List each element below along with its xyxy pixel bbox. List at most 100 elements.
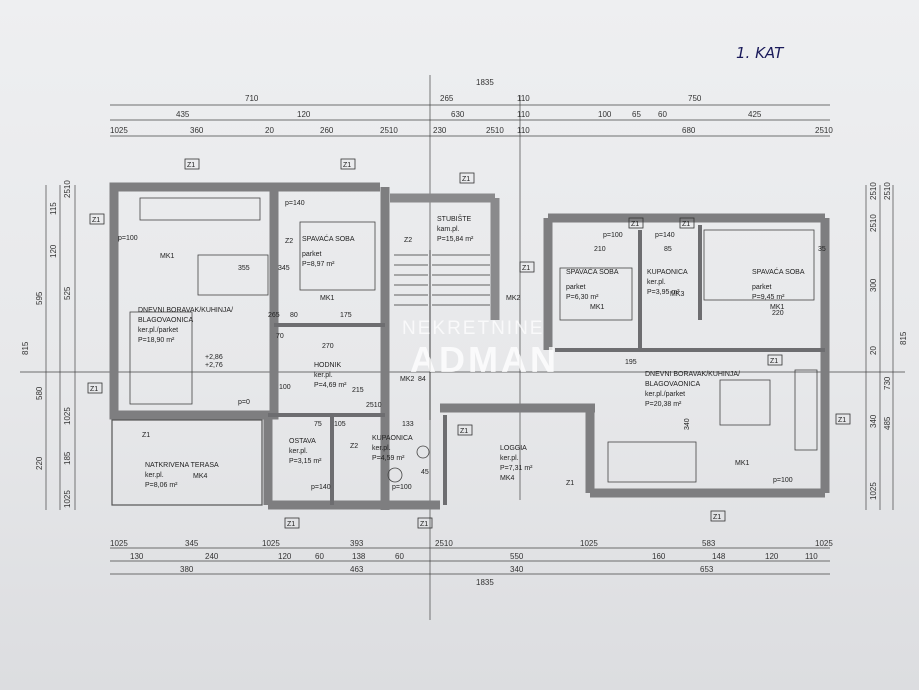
dim-bot-r1-0: 1025 — [110, 539, 128, 548]
inner-dim-9: 270 — [322, 343, 334, 350]
dim-bot-r2-10: 110 — [805, 552, 818, 561]
tag-mk4-a: MK4 — [193, 473, 208, 480]
room-4-name: OSTAVA — [289, 438, 316, 445]
room-0-name2: BLAGOVAONICA — [138, 317, 193, 324]
room-7-name: LOGGIA — [500, 445, 527, 452]
tag-z1-g: Z1 — [522, 265, 530, 272]
dim-top-r3-1: 120 — [297, 110, 311, 119]
dim-bot-r4-0: 1835 — [476, 578, 494, 587]
dim-bot-r1-4: 2510 — [435, 539, 453, 548]
dim-bot-r2-1: 240 — [205, 552, 219, 561]
dim-top-r4-1: 360 — [190, 126, 204, 135]
dim-top-r3-7: 425 — [748, 110, 762, 119]
dim-bot-r1-5: 1025 — [580, 539, 598, 548]
dim-top-r3-0: 435 — [176, 110, 190, 119]
top-dims-row4: 1025 360 20 260 2510 230 2510 110 680 25… — [110, 126, 833, 135]
tag-mk2-b: MK2 — [400, 376, 415, 383]
dim-top-r1-0: 1835 — [476, 78, 494, 87]
dim-bot-r1-1: 345 — [185, 539, 199, 548]
inner-dim-17: 45 — [421, 469, 429, 476]
inner-dim-22: 220 — [772, 310, 784, 317]
room-4-floor: ker.pl. — [289, 448, 308, 455]
tag-z1-i: Z1 — [460, 428, 468, 435]
dim-bot-r1-3: 393 — [350, 539, 364, 548]
dim-bot-r2-6: 550 — [510, 552, 524, 561]
room-5-name: KUPAONICA — [372, 435, 413, 442]
inner-dim-10: 100 — [279, 384, 291, 391]
dim-right-7: 485 — [883, 416, 892, 430]
tag-z1-m: Z1 — [770, 358, 778, 365]
room-0-floor: ker.pl./parket — [138, 327, 178, 334]
terrace-outline — [111, 419, 263, 506]
tag-z1-h: Z1 — [90, 386, 98, 393]
left-dims: 2510 115 120 525 595 815 580 1025 185 22… — [21, 180, 72, 508]
tag-z1-d: Z1 — [92, 217, 100, 224]
inner-dim-15: 105 — [334, 421, 346, 428]
top-dims-row3: 435 120 630 110 100 65 60 425 — [176, 110, 762, 119]
dim-right-8: 815 — [899, 331, 908, 345]
bottom-dims-row3: 380 463 340 653 1835 — [180, 565, 714, 587]
inner-dim-23: 340 — [684, 418, 691, 430]
inner-dim-7: 70 — [276, 333, 284, 340]
room-10-area: P=9,45 m² — [752, 294, 785, 301]
watermark-line2: ADMAN — [410, 339, 559, 380]
room-labels: DNEVNI BORAVAK/KUHINJA/ BLAGOVAONICA ker… — [138, 214, 805, 489]
tag-mk4-b: MK4 — [500, 475, 515, 482]
inner-dim-1: p=140 — [285, 200, 305, 207]
dim-top-r2-3: 750 — [688, 94, 702, 103]
room-1-area: P=8,97 m² — [302, 261, 335, 268]
dim-right-1: 2510 — [883, 182, 892, 200]
dim-top-r4-4: 2510 — [380, 126, 398, 135]
dim-bot-r1-6: 583 — [702, 539, 716, 548]
inner-walls — [268, 225, 825, 505]
tag-mk3-a: MK3 — [670, 291, 685, 298]
dim-bot-r3-2: 340 — [510, 565, 524, 574]
room-11-floor: ker.pl./parket — [645, 391, 685, 398]
tag-z1-e: Z1 — [631, 221, 639, 228]
room-10-floor: parket — [752, 284, 772, 291]
inner-dim-12: 2510 — [366, 402, 382, 409]
room-2-floor: kam.pl. — [437, 226, 460, 233]
room-2-area: P=15,84 m² — [437, 236, 474, 243]
dim-top-r4-5: 230 — [433, 126, 447, 135]
tag-z1-n: Z1 — [838, 417, 846, 424]
tag-z2-a: Z2 — [285, 238, 293, 245]
bottom-dimension-lines — [110, 547, 830, 575]
inner-dim-27: p=140 — [655, 232, 675, 239]
inner-dim-30: p=100 — [773, 477, 793, 484]
floor-label: 1. KAT — [736, 44, 785, 62]
tag-mk1-a: MK1 — [160, 253, 175, 260]
inner-dim-26: p=100 — [603, 232, 623, 239]
room-11-name: DNEVNI BORAVAK/KUHINJA/ — [645, 371, 740, 378]
room-10-name: SPAVAĆA SOBA — [752, 267, 805, 276]
dim-left-6: 580 — [35, 386, 44, 400]
bottom-dims-row2: 130 240 120 60 138 60 550 160 148 120 11… — [130, 552, 818, 561]
room-7-floor: ker.pl. — [500, 455, 519, 462]
dim-top-r3-3: 110 — [517, 110, 530, 119]
inner-dim-2: p=0 — [238, 399, 250, 406]
inner-dimension-texts: p=100 p=140 p=0 355 345 265 80 70 175 27… — [118, 200, 826, 491]
inner-dim-21: 195 — [625, 359, 637, 366]
dim-left-7: 1025 — [63, 407, 72, 425]
right-dims: 2510 2510 2510 300 20 730 340 485 815 10… — [869, 182, 908, 500]
room-0-area: P=18,90 m² — [138, 337, 175, 344]
room-8-area: P=6,30 m² — [566, 294, 599, 301]
dim-bot-r2-2: 120 — [278, 552, 292, 561]
dim-right-2: 2510 — [869, 214, 878, 232]
room-6-name: NATKRIVENA TERASA — [145, 462, 219, 469]
dim-top-r4-2: 20 — [265, 126, 274, 135]
room-9-floor: ker.pl. — [647, 279, 666, 286]
dim-bot-r2-4: 138 — [352, 552, 366, 561]
tag-z1-o: Z1 — [142, 432, 150, 439]
dim-bot-r3-3: 653 — [700, 565, 714, 574]
dim-right-5: 730 — [883, 376, 892, 390]
room-6-floor: ker.pl. — [145, 472, 164, 479]
dim-bot-r1-7: 1025 — [815, 539, 833, 548]
dim-top-r4-7: 110 — [517, 126, 530, 135]
dim-top-r4-8: 680 — [682, 126, 696, 135]
tag-mk1-c: MK1 — [590, 304, 605, 311]
tag-texts: Z1 Z1 Z1 Z1 Z1 Z1 Z1 Z1 Z1 Z1 Z1 Z1 Z1 Z… — [90, 162, 846, 528]
tag-z1-b: Z1 — [343, 162, 351, 169]
dim-bot-r2-0: 130 — [130, 552, 144, 561]
